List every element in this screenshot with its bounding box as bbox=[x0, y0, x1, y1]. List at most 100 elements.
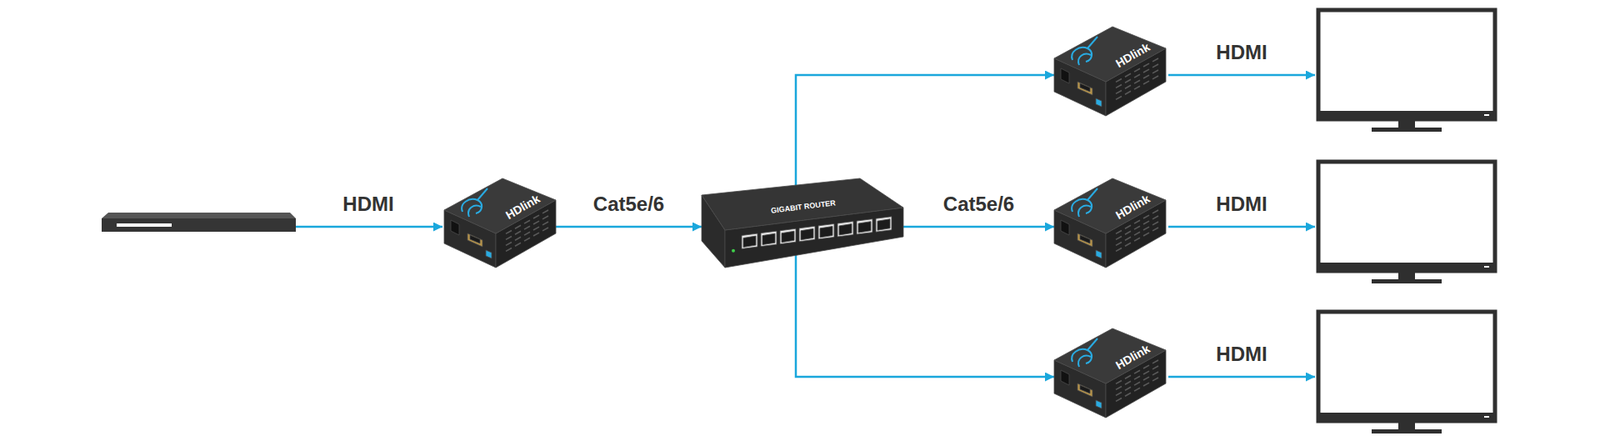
hdmi-extender: HDlink bbox=[1054, 178, 1166, 268]
router-port-socket bbox=[858, 221, 871, 233]
vent-slot bbox=[505, 235, 512, 240]
vent-slot bbox=[1152, 210, 1159, 214]
vent-slot bbox=[542, 227, 549, 231]
hdmi-port-inner bbox=[470, 235, 480, 244]
tv-frame bbox=[1318, 10, 1495, 120]
vent-slot bbox=[1125, 236, 1131, 240]
hdmi-wire bbox=[1168, 225, 1315, 229]
signal-label: HDMI bbox=[1215, 343, 1267, 365]
hdmi-port bbox=[1077, 233, 1093, 247]
tv-neck bbox=[1398, 422, 1415, 430]
vent-slot bbox=[1115, 78, 1122, 82]
vent-slot bbox=[1115, 380, 1122, 384]
vent-slot bbox=[1143, 75, 1150, 79]
vent-slot bbox=[1143, 226, 1150, 230]
vent-slot bbox=[1115, 235, 1122, 240]
vent-slot bbox=[1152, 227, 1159, 231]
vent-slot bbox=[1134, 74, 1140, 78]
hdmi-extender: HDlink bbox=[1054, 328, 1166, 418]
hdmi-extender: HDlink bbox=[1054, 26, 1166, 116]
device-top bbox=[101, 212, 296, 219]
vent-slot bbox=[542, 215, 549, 220]
vent-slot bbox=[1115, 391, 1122, 395]
router-port bbox=[818, 223, 835, 239]
vent-slot bbox=[1134, 387, 1140, 391]
vent-slot bbox=[1125, 73, 1131, 77]
status-icon bbox=[1095, 98, 1102, 107]
router-port-socket bbox=[839, 224, 852, 235]
vent-slot bbox=[1152, 371, 1159, 375]
vent-slot bbox=[505, 230, 512, 234]
source-device bbox=[101, 212, 296, 232]
vent-slot bbox=[1125, 79, 1131, 83]
vent-slot bbox=[1143, 220, 1150, 225]
vent-slot bbox=[533, 226, 540, 230]
hdmi-port-inner bbox=[1080, 235, 1090, 244]
vent-slot bbox=[1143, 382, 1150, 386]
logo-arc bbox=[1078, 205, 1091, 217]
hdmi-wire bbox=[295, 225, 443, 229]
router-port bbox=[856, 219, 873, 235]
hdmi-port bbox=[467, 233, 483, 247]
status-icon bbox=[1095, 400, 1102, 409]
signal-label: HDMI bbox=[1215, 41, 1267, 64]
router-port bbox=[875, 216, 892, 232]
vent-slot bbox=[1152, 58, 1159, 62]
vent-slot bbox=[1143, 80, 1150, 85]
extender-shape bbox=[1054, 328, 1166, 418]
logo-arc bbox=[468, 205, 481, 217]
vent-slot bbox=[1125, 230, 1131, 235]
vent-slot bbox=[1134, 375, 1140, 380]
logo-arc bbox=[1078, 54, 1091, 65]
extender-shape bbox=[1054, 26, 1166, 116]
tv-base bbox=[1371, 279, 1442, 284]
vent-slot bbox=[1134, 85, 1140, 90]
tv-screen bbox=[1316, 10, 1497, 132]
router-port bbox=[837, 221, 854, 237]
vent-slot bbox=[1134, 370, 1140, 374]
tv-screen bbox=[1316, 161, 1497, 284]
tv-bezel bbox=[1316, 412, 1497, 423]
logo-arc bbox=[1087, 36, 1098, 49]
network-cable bbox=[903, 225, 1055, 229]
router-port-socket bbox=[800, 228, 814, 240]
router-port-socket bbox=[820, 225, 833, 237]
vent-slot bbox=[1134, 225, 1140, 230]
router-port-socket bbox=[877, 219, 890, 230]
logo-swirl bbox=[461, 188, 488, 217]
vent-slot bbox=[533, 232, 540, 236]
vent-slot bbox=[1152, 221, 1159, 225]
vent-slot bbox=[1134, 80, 1140, 84]
vent-slot bbox=[1152, 64, 1159, 68]
vent-slot bbox=[524, 237, 530, 241]
router-port bbox=[741, 233, 758, 249]
tv-base bbox=[1371, 429, 1442, 434]
vent-slot bbox=[1125, 375, 1131, 379]
vent-slot bbox=[1134, 68, 1140, 72]
hdmi-wire bbox=[1168, 375, 1315, 379]
vent-slot bbox=[515, 242, 521, 246]
vent-slot bbox=[1134, 220, 1140, 224]
router-led bbox=[731, 249, 735, 253]
vent-slot bbox=[533, 215, 540, 219]
device-slot bbox=[116, 223, 172, 227]
vent-slot bbox=[515, 230, 521, 235]
router-port-socket bbox=[762, 233, 775, 245]
tv-neck bbox=[1398, 120, 1415, 128]
router-shape bbox=[701, 178, 904, 268]
hdmi-port bbox=[1077, 383, 1093, 397]
vent-slot bbox=[1143, 69, 1150, 73]
signal-label: HDMI bbox=[342, 193, 394, 215]
tv-led bbox=[1484, 265, 1490, 268]
vent-slot bbox=[1143, 370, 1150, 375]
vent-slot bbox=[1125, 90, 1131, 95]
vent-slot bbox=[1143, 215, 1150, 219]
logo-swirl bbox=[1071, 338, 1098, 367]
router-top-face bbox=[701, 178, 904, 230]
vent-slot bbox=[1115, 95, 1122, 100]
vent-slot bbox=[1134, 381, 1140, 385]
network-cable bbox=[555, 225, 702, 229]
tv-neck bbox=[1398, 272, 1415, 280]
hdmi-port-inner bbox=[1080, 83, 1090, 92]
